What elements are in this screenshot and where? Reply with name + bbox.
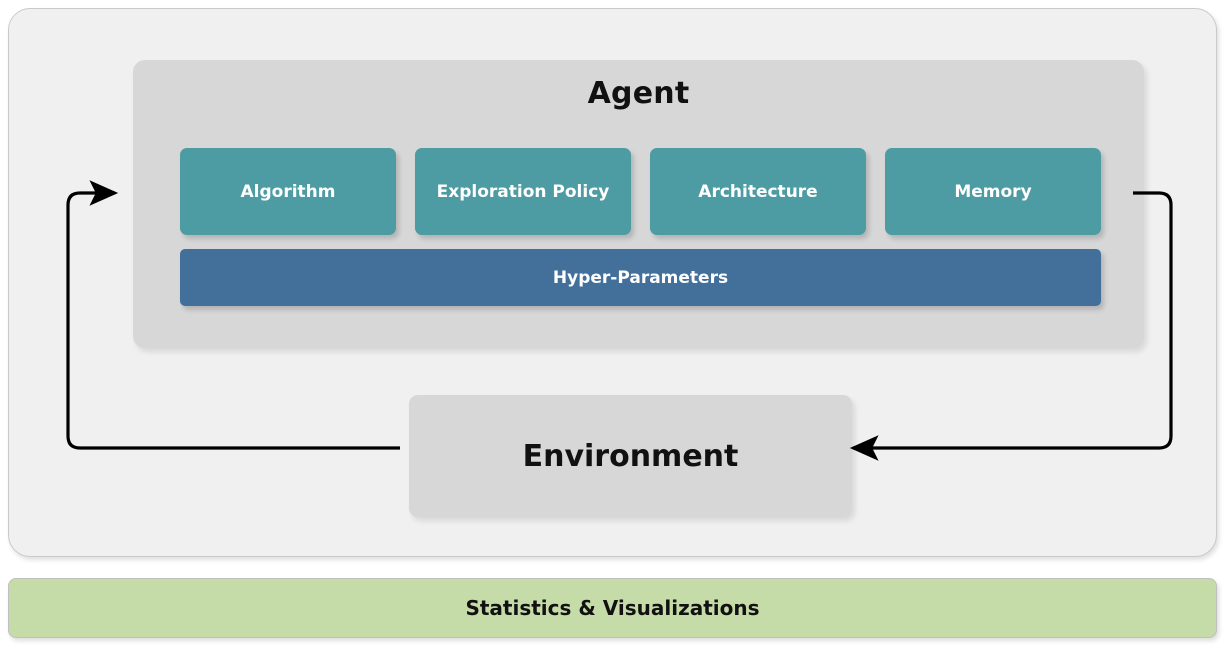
component-architecture[interactable]: Architecture (650, 148, 866, 235)
component-algorithm-label: Algorithm (240, 181, 336, 202)
statistics-bar[interactable]: Statistics & Visualizations (8, 578, 1217, 638)
component-architecture-label: Architecture (698, 181, 818, 202)
component-exploration-policy-label: Exploration Policy (436, 181, 610, 202)
agent-container: Agent Algorithm Exploration Policy Archi… (133, 60, 1144, 348)
hyper-parameters-label: Hyper-Parameters (552, 267, 729, 288)
environment-container: Environment (409, 395, 852, 517)
framework-panel: Agent Algorithm Exploration Policy Archi… (8, 8, 1217, 557)
component-exploration-policy[interactable]: Exploration Policy (415, 148, 631, 235)
hyper-parameters-bar[interactable]: Hyper-Parameters (180, 249, 1101, 306)
environment-label: Environment (522, 438, 739, 474)
agent-components-row: Algorithm Exploration Policy Architectur… (180, 148, 1101, 235)
component-memory-label: Memory (954, 181, 1032, 202)
statistics-label: Statistics & Visualizations (465, 596, 760, 620)
component-algorithm[interactable]: Algorithm (180, 148, 396, 235)
component-memory[interactable]: Memory (885, 148, 1101, 235)
agent-title: Agent (587, 76, 690, 111)
